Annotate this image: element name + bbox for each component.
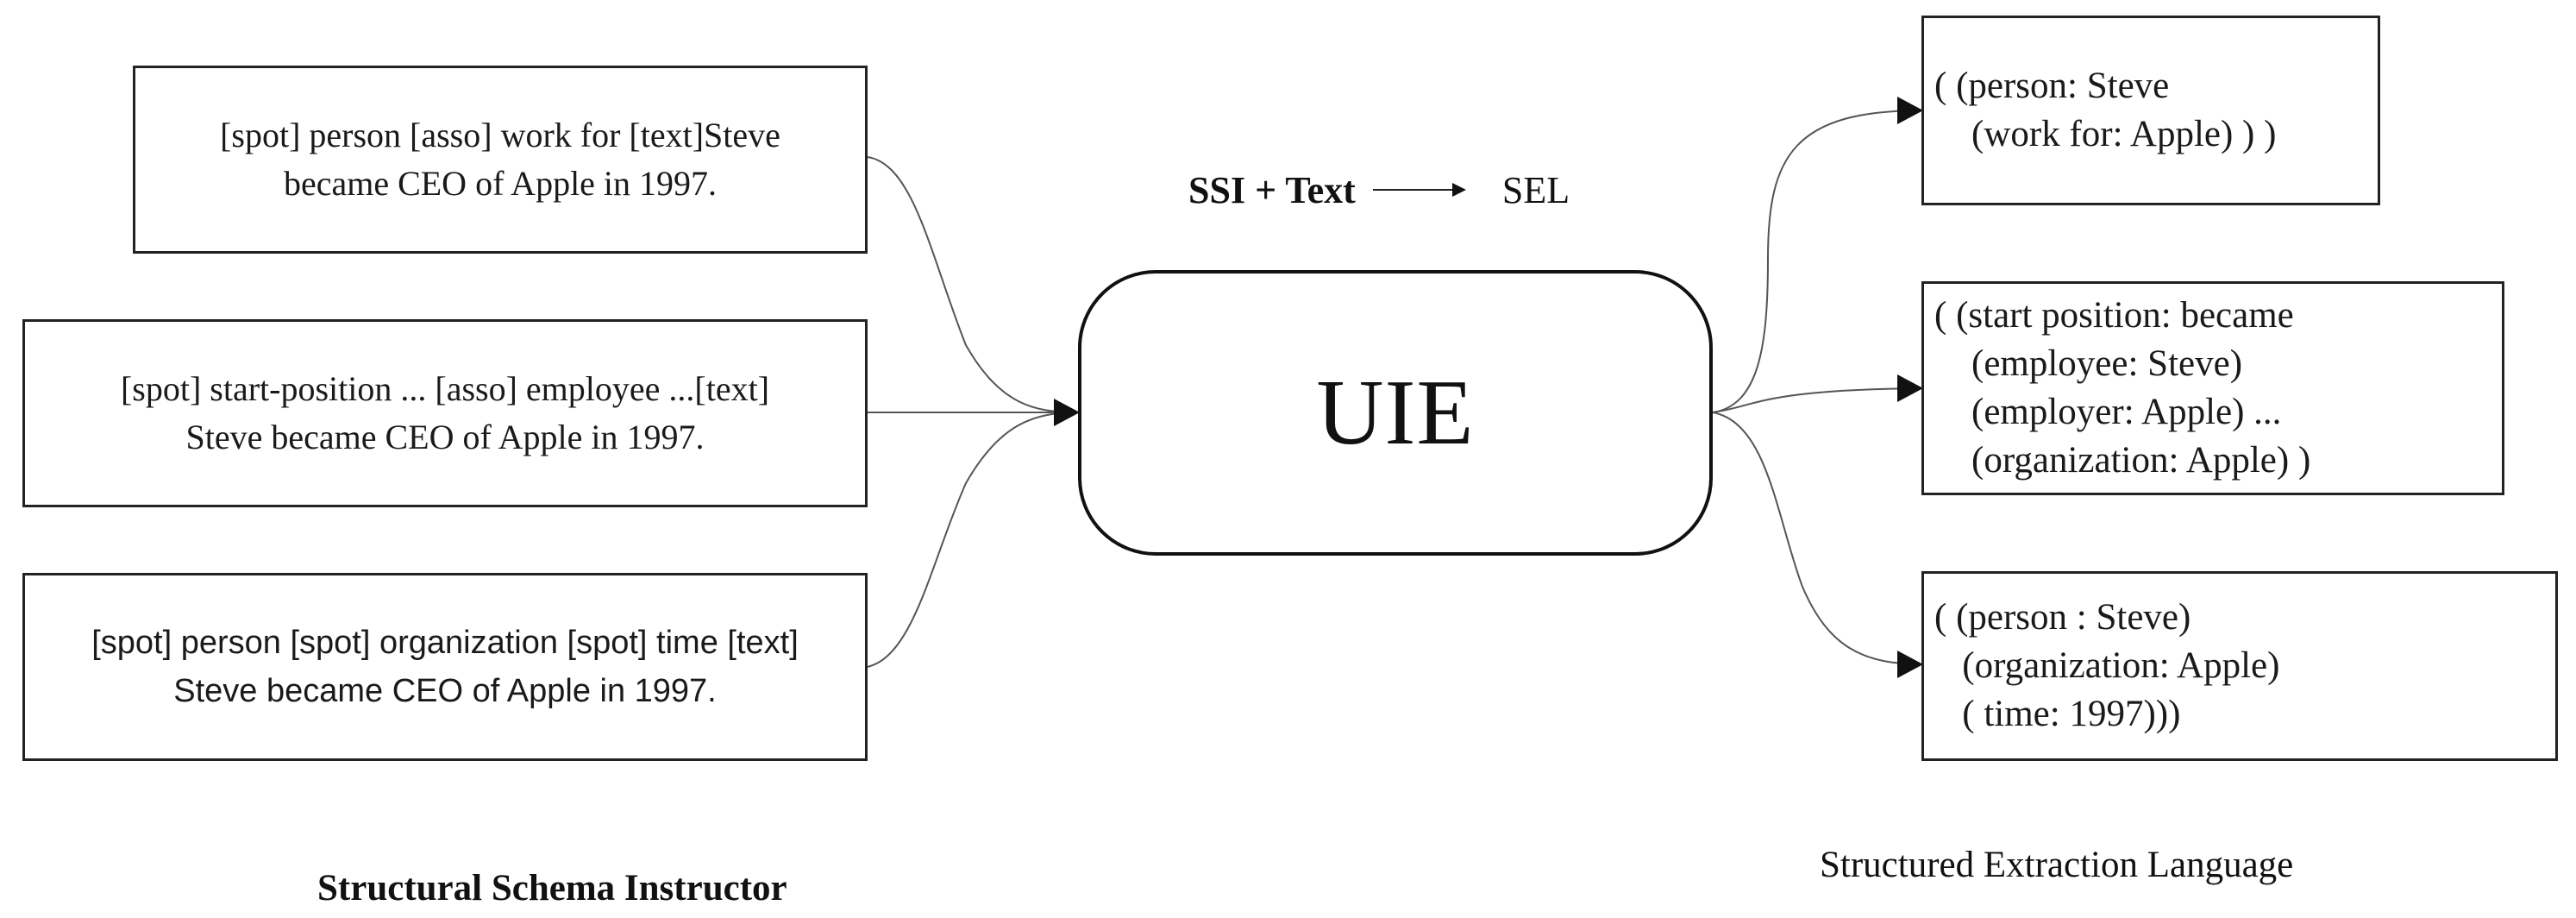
arrowhead-uie: [1054, 399, 1080, 426]
connector-output-1: [1712, 110, 1924, 413]
input-box-2-line-1: [spot] start-position ... [asso] employe…: [120, 369, 770, 408]
output-box-3-line-2: (organization: Apple): [1934, 645, 2280, 686]
output-box-1-line-1: ( (person: Steve: [1934, 66, 2170, 106]
legend-output-label: SEL: [1501, 168, 1570, 211]
output-box-2-line-2: (employee: Steve): [1934, 343, 2243, 384]
arrowhead-output-3: [1897, 651, 1923, 678]
legend: SSI + Text SEL: [1188, 162, 1570, 217]
input-box-3-line-2: Steve became CEO of Apple in 1997.: [173, 673, 717, 709]
output-box-2-line-1: ( (start position: became: [1934, 295, 2294, 336]
connector-output-3: [1712, 412, 1924, 665]
input-box-2: [spot] start-position ... [asso] employe…: [22, 319, 868, 507]
output-box-1: ( (person: Steve (work for: Apple) ) ): [1921, 16, 2380, 205]
input-box-1-line-2: became CEO of Apple in 1997.: [283, 164, 718, 203]
output-box-1-line-2: (work for: Apple) ) ): [1934, 114, 2277, 154]
arrowhead-output-1: [1897, 97, 1923, 124]
output-box-3-line-1: ( (person : Steve): [1934, 597, 2191, 638]
output-box-2-line-4: (organization: Apple) ): [1934, 440, 2311, 481]
right-caption: Structured Extraction Language: [1820, 845, 2294, 885]
input-box-2-line-2: Steve became CEO of Apple in 1997.: [185, 418, 705, 456]
output-box-3-line-3: ( time: 1997))): [1934, 694, 2181, 734]
output-box-3: ( (person : Steve) (organization: Apple)…: [1921, 571, 2558, 761]
uie-model-box: UIE: [1078, 270, 1713, 556]
left-caption: Structural Schema Instructor: [317, 868, 787, 909]
connector-output-2: [1712, 387, 1924, 413]
connector-input-3: [867, 412, 1079, 668]
legend-input-label: SSI + Text: [1188, 168, 1356, 211]
input-box-1-line-1: [spot] person [asso] work for [text]Stev…: [220, 116, 780, 154]
input-box-1: [spot] person [asso] work for [text]Stev…: [133, 66, 868, 254]
output-box-2-line-3: (employer: Apple) ...: [1934, 392, 2282, 432]
input-box-3-line-1: [spot] person [spot] organization [spot]…: [91, 625, 799, 661]
connector-input-1: [867, 156, 1079, 413]
legend-arrow-icon: [1372, 183, 1466, 197]
input-box-3: [spot] person [spot] organization [spot]…: [22, 573, 868, 761]
uie-label: UIE: [1316, 361, 1475, 464]
arrowhead-output-2: [1897, 374, 1923, 402]
output-box-2: ( (start position: became (employee: Ste…: [1921, 281, 2504, 495]
